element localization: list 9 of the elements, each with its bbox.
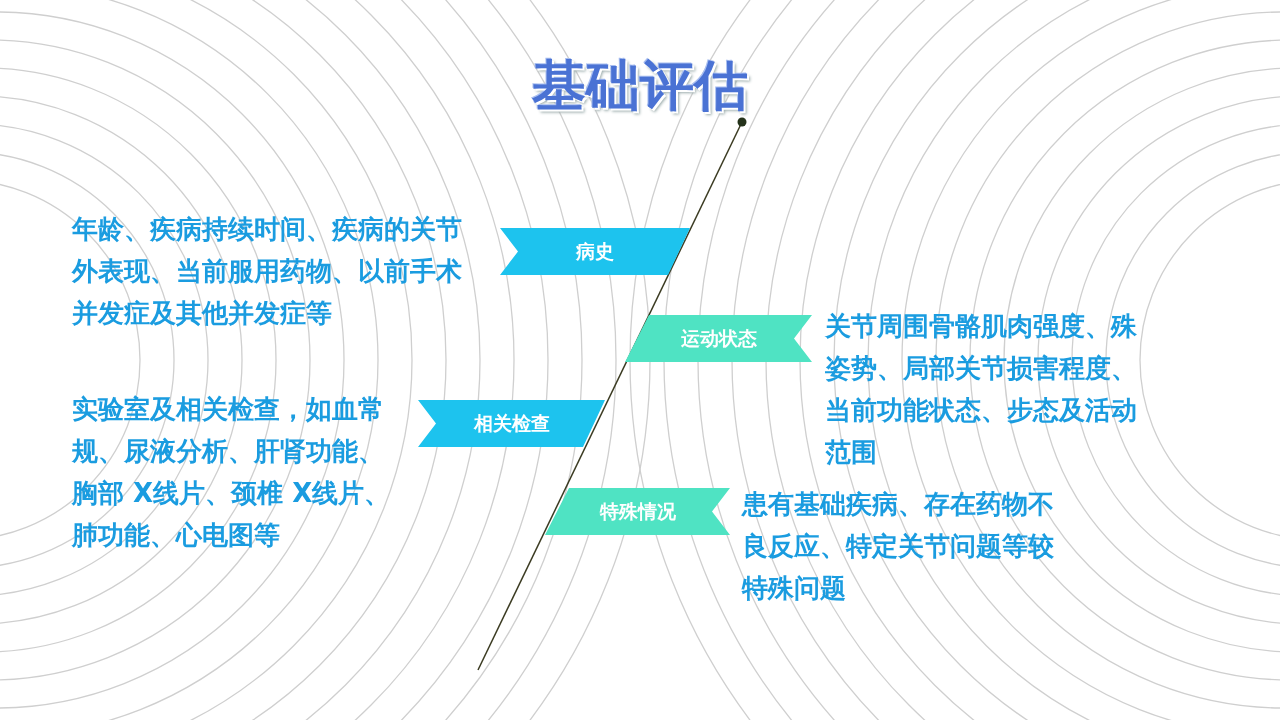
description-text: 年龄、疾病持续时间、疾病的关节外表现、当前服用药物、以前手术并发症及其他并发症等 — [72, 213, 463, 330]
title: 基础评估 — [532, 54, 748, 117]
banner-label: 特殊情况 — [599, 498, 676, 524]
description-text: 实验室及相关检查，如血常规、尿液分析、肝肾功能、胸部 X线片、颈椎 X线片、肺功能、心电图等 — [72, 393, 392, 552]
banner-label: 病史 — [576, 238, 614, 264]
banner-label: 相关检查 — [473, 410, 550, 436]
description-text: 关节周围骨骼肌肉强度、殊姿势、局部关节损害程度、当前功能状态、步态及活动范围 — [825, 310, 1138, 469]
description-text: 患有基础疾病、存在药物不良反应、特定关节问题等较特殊问题 — [742, 488, 1055, 605]
banner-label: 运动状态 — [680, 325, 757, 351]
